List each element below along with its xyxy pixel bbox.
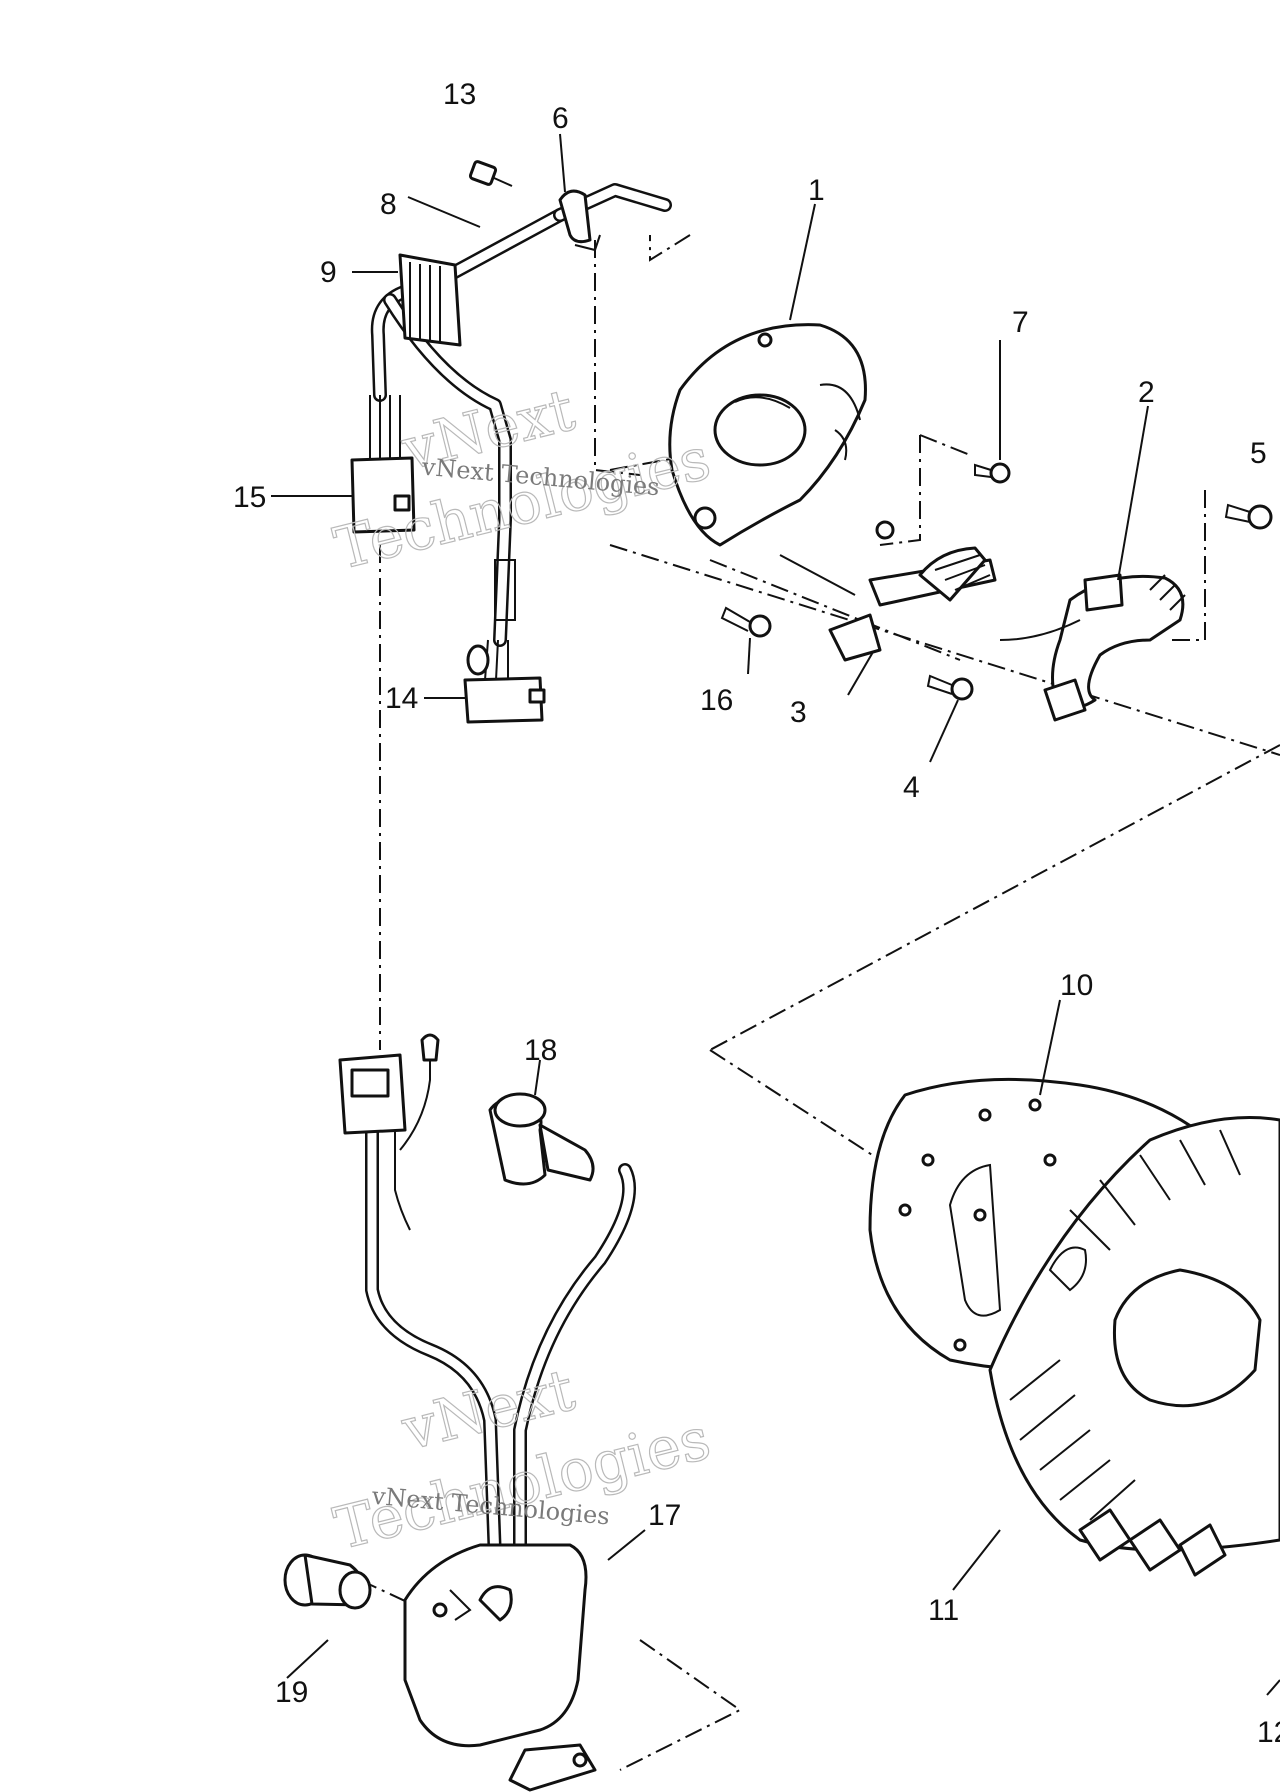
callout-10: 10: [1060, 969, 1093, 1002]
callout-15: 15: [233, 481, 266, 514]
callout-1: 1: [808, 174, 825, 207]
callout-6: 6: [552, 102, 569, 135]
callout-2: 2: [1138, 376, 1155, 409]
clamp: [558, 189, 601, 252]
callout-7: 7: [1012, 306, 1029, 339]
callout-18: 18: [524, 1034, 557, 1067]
charge-coil: [999, 573, 1186, 722]
callout-12: 12: [1257, 1716, 1280, 1749]
callout-4: 4: [903, 771, 920, 804]
callout-3: 3: [790, 696, 807, 729]
screw: [720, 606, 772, 638]
callout-8: 8: [380, 188, 397, 221]
wire-harness-lower: [365, 1045, 637, 1567]
connector: [463, 559, 546, 724]
callout-5: 5: [1250, 437, 1267, 470]
callout-14: 14: [385, 682, 418, 715]
callout-labels: 1 2 3 4 5 6 7 8 9 10 11 12 13 14 15 16 1…: [233, 78, 1280, 1749]
callout-11: 11: [928, 1594, 959, 1627]
callout-17: 17: [648, 1499, 681, 1532]
leader-lines: [271, 133, 1280, 1696]
connector: [338, 1033, 440, 1135]
bolt: [1224, 503, 1273, 530]
callout-19: 19: [275, 1676, 308, 1709]
pulser-coil: [779, 546, 997, 662]
cooling-fan: [988, 1116, 1280, 1577]
connector: [350, 395, 416, 534]
stator-base-plate: [668, 323, 895, 547]
assembly-lines: [359, 234, 1280, 1771]
rectifier-regulator: [398, 253, 462, 347]
spark-plug-cap: [488, 1092, 595, 1186]
screw: [926, 674, 974, 701]
grommet: [283, 1553, 372, 1610]
bolt: [468, 160, 513, 187]
cdi-unit: [403, 1543, 597, 1792]
callout-13: 13: [443, 78, 476, 111]
bolt: [974, 462, 1011, 484]
callout-16: 16: [700, 684, 733, 717]
callout-9: 9: [320, 256, 337, 289]
